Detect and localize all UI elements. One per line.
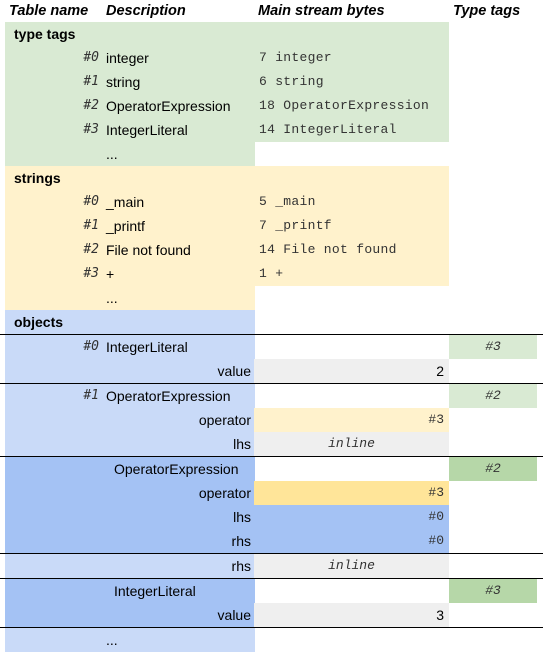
type-tag-bytes: 7 integer [259,50,332,65]
inline-object-row: OperatorExpression #2 [0,456,543,481]
inline-object-row: IntegerLiteral #3 [0,578,543,603]
objects-heading: objects [14,314,64,330]
object-type-tag: #3 [485,339,501,354]
field-label: operator [198,485,251,501]
string-index: #2 [83,242,99,257]
type-tag-name: integer [106,50,149,66]
field-label: value [217,607,251,623]
field-inline-marker: inline [328,558,375,573]
field-label: rhs [231,533,251,549]
field-label: rhs [231,558,251,574]
type-tag-bytes: 14 IntegerLiteral [259,122,397,137]
type-tag-name: IntegerLiteral [106,122,188,138]
field-label: operator [198,412,251,428]
type-tag-index: #1 [83,74,99,89]
string-name: + [106,266,115,282]
field-object-ref: #0 [428,533,444,548]
type-tag-row: #2 OperatorExpression 18 OperatorExpress… [0,94,543,118]
field-label: value [217,363,251,379]
inline-object-type-name: OperatorExpression [114,461,239,477]
header-description: Description [106,3,186,19]
string-index: #1 [83,218,99,233]
field-inline-marker: inline [328,436,375,451]
strings-heading-row: strings [0,166,543,190]
strings-ellipsis-row: ... [0,286,543,310]
string-row: #3 + 1 + [0,262,543,286]
object-field-row: value 2 [0,359,543,383]
inline-object-type-tag: #3 [485,583,501,598]
type-tags-heading-row: type tags [0,22,543,46]
type-tag-row: #1 string 6 string [0,70,543,94]
objects-ellipsis: ... [106,632,118,648]
type-tag-index: #2 [83,98,99,113]
string-bytes: 7 _printf [259,218,332,233]
objects-ellipsis-row: ... [0,627,543,652]
header-table-name: Table name [9,3,89,19]
object-field-row: lhs #0 [0,505,543,529]
string-row: #0 _main 5 _main [0,190,543,214]
field-string-ref: #3 [428,412,444,427]
strings-heading: strings [14,170,61,186]
field-label: lhs [233,436,251,452]
header-type-tags: Type tags [453,3,521,19]
object-field-row: lhs inline [0,432,543,456]
inline-object-type-name: IntegerLiteral [114,583,196,599]
field-label: lhs [233,509,251,525]
string-index: #0 [83,194,99,209]
strings-ellipsis: ... [106,290,118,306]
field-value: 2 [436,363,444,379]
string-index: #3 [83,266,99,281]
string-name: _main [106,194,145,210]
object-type-name: OperatorExpression [106,388,231,404]
object-type-name: IntegerLiteral [106,339,188,355]
type-tag-index: #3 [83,122,99,137]
field-object-ref: #0 [428,509,444,524]
data-table: type tags #0 integer 7 integer #1 string… [0,22,543,652]
objects-heading-row: objects [0,310,543,334]
string-bytes: 14 File not found [259,242,397,257]
header-main-stream-bytes: Main stream bytes [258,3,385,19]
object-field-row: operator #3 [0,481,543,505]
type-tags-ellipsis-row: ... [0,142,543,166]
type-tag-name: OperatorExpression [106,98,231,114]
object-index: #0 [83,339,99,354]
object-field-row: rhs #0 [0,529,543,553]
inline-object-type-tag: #2 [485,461,501,476]
object-field-row: value 3 [0,603,543,627]
string-name: _printf [106,218,145,234]
type-tags-heading: type tags [14,26,76,42]
string-row: #1 _printf 7 _printf [0,214,543,238]
type-tag-bytes: 18 OperatorExpression [259,98,430,113]
string-name: File not found [106,242,191,258]
object-row: #1 OperatorExpression #2 [0,383,543,408]
object-type-tag: #2 [485,388,501,403]
string-bytes: 1 + [259,266,284,281]
type-tag-index: #0 [83,50,99,65]
object-field-row: rhs inline [0,553,543,578]
type-tags-ellipsis: ... [106,146,118,162]
string-bytes: 5 _main [259,194,316,209]
string-row: #2 File not found 14 File not found [0,238,543,262]
field-value: 3 [436,607,444,623]
object-row: #0 IntegerLiteral #3 [0,334,543,359]
object-field-row: operator #3 [0,408,543,432]
field-string-ref: #3 [428,485,444,500]
type-tag-row: #3 IntegerLiteral 14 IntegerLiteral [0,118,543,142]
type-tag-row: #0 integer 7 integer [0,46,543,70]
type-tag-bytes: 6 string [259,74,324,89]
object-index: #1 [83,388,99,403]
type-tag-name: string [106,74,141,90]
